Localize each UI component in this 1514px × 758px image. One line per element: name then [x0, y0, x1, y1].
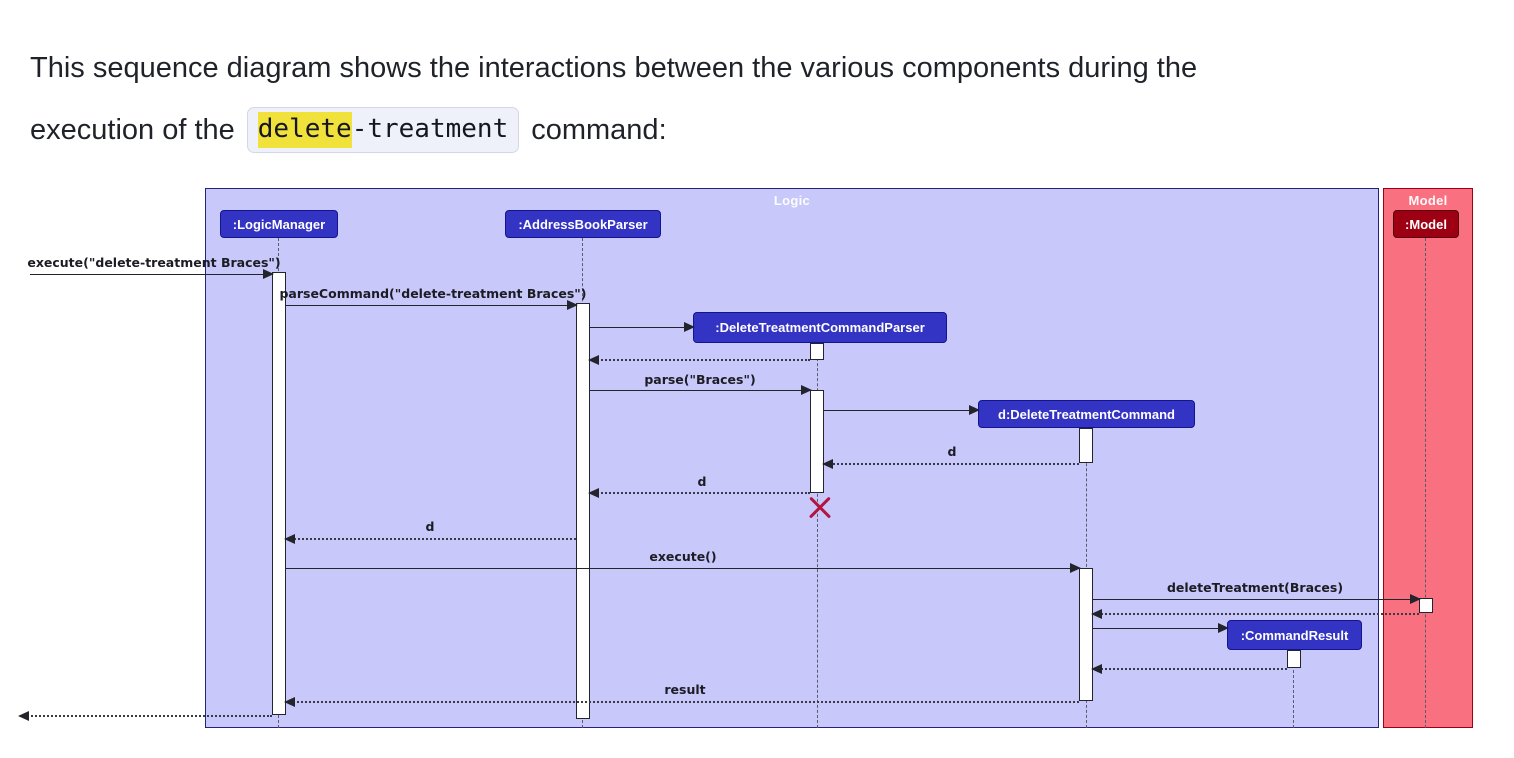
participant-address-book-parser-label: :AddressBookParser	[518, 216, 648, 232]
label-delete-treatment: deleteTreatment(Braces)	[1166, 580, 1344, 595]
arrow-return-to-caller	[18, 710, 272, 721]
arrowhead-left-icon	[822, 458, 833, 469]
arrow-parse	[590, 384, 812, 395]
intro-line-1: This sequence diagram shows the interact…	[30, 52, 1198, 84]
label-parse: parse("Braces")	[644, 372, 756, 387]
label-return-d-to-lm: d	[425, 519, 435, 534]
label-return-d-to-parser: d	[947, 444, 957, 459]
label-result: result	[664, 682, 706, 697]
arrowhead-left-icon	[284, 533, 295, 544]
participant-delete-treatment-command: d:DeleteTreatmentCommand	[978, 400, 1195, 428]
destroy-x-icon	[807, 495, 833, 521]
arrowhead-right-icon	[263, 268, 274, 279]
arrowhead-left-icon	[1091, 608, 1102, 619]
arrow-return-d-to-abp	[588, 487, 810, 498]
arrow-return-d-to-parser	[822, 458, 1079, 469]
arrow-execute-command	[30, 268, 274, 279]
lifeline-command-result	[1293, 650, 1294, 728]
activation-command-execute	[1079, 568, 1093, 701]
arrowhead-right-icon	[1410, 593, 1421, 604]
intro-line-2-after: command:	[531, 114, 667, 146]
arrowhead-right-icon	[1070, 562, 1081, 573]
arrow-delete-treatment	[1093, 593, 1421, 604]
label-return-d-to-abp: d	[697, 474, 707, 489]
arrowhead-left-icon	[18, 710, 29, 721]
arrowhead-left-icon	[284, 696, 295, 707]
activation-parser-parse	[810, 390, 824, 493]
participant-delete-treatment-command-label: d:DeleteTreatmentCommand	[998, 406, 1175, 422]
participant-command-result-label: :CommandResult	[1240, 627, 1349, 643]
label-execute: execute()	[649, 549, 717, 564]
activation-parser-create	[810, 343, 824, 360]
logic-frame-title: Logic	[773, 193, 811, 208]
activation-command-create	[1079, 428, 1093, 463]
model-frame: Model	[1383, 188, 1473, 728]
arrowhead-left-icon	[588, 354, 599, 365]
logic-frame: Logic	[205, 188, 1379, 728]
participant-delete-treatment-command-parser-label: :DeleteTreatmentCommandParser	[715, 320, 925, 335]
arrow-parse-command	[286, 299, 578, 310]
participant-delete-treatment-command-parser: :DeleteTreatmentCommandParser	[693, 312, 947, 343]
delete-treatment-code-chip: delete-treatment	[246, 107, 520, 153]
participant-logic-manager: :LogicManager	[220, 210, 338, 238]
arrowhead-left-icon	[1091, 663, 1102, 674]
activation-model	[1419, 598, 1433, 613]
arrow-return-from-model	[1091, 608, 1419, 619]
participant-address-book-parser: :AddressBookParser	[505, 210, 661, 238]
arrowhead-right-icon	[567, 299, 578, 310]
code-highlighted-part: delete	[257, 112, 352, 148]
activation-address-book-parser	[576, 303, 590, 719]
arrow-create-parser	[590, 321, 695, 332]
lifeline-delete-treatment-command-parser	[817, 343, 818, 728]
model-frame-title: Model	[1408, 193, 1448, 208]
arrowhead-right-icon	[1218, 622, 1229, 633]
arrow-return-command-result	[1091, 663, 1287, 674]
activation-command-result	[1287, 650, 1301, 668]
label-execute-command: execute("delete-treatment Braces")	[27, 255, 281, 270]
participant-model-label: :Model	[1405, 216, 1447, 232]
arrowhead-right-icon	[969, 404, 980, 415]
arrow-result	[284, 696, 1079, 707]
intro-text: This sequence diagram shows the interact…	[30, 38, 1490, 160]
arrowhead-left-icon	[588, 487, 599, 498]
lifeline-model	[1425, 238, 1426, 728]
participant-logic-manager-label: :LogicManager	[232, 216, 326, 232]
arrowhead-right-icon	[801, 384, 812, 395]
arrow-create-command	[824, 404, 980, 415]
label-parse-command: parseCommand("delete-treatment Braces")	[279, 286, 587, 301]
arrow-create-command-result	[1093, 622, 1229, 633]
arrowhead-right-icon	[684, 321, 695, 332]
intro-line-2: execution of the delete-treatment comman…	[30, 100, 1490, 160]
intro-line-2-before: execution of the	[30, 114, 235, 146]
arrow-execute	[286, 562, 1081, 573]
activation-logic-manager	[272, 272, 286, 715]
participant-model: :Model	[1393, 210, 1459, 238]
arrow-return-parser-created	[588, 354, 810, 365]
sequence-diagram: Logic Model :LogicManager :AddressBookPa…	[18, 181, 1484, 743]
code-rest-part: -treatment	[351, 114, 509, 144]
participant-command-result: :CommandResult	[1227, 620, 1362, 650]
arrow-return-d-to-lm	[284, 533, 576, 544]
